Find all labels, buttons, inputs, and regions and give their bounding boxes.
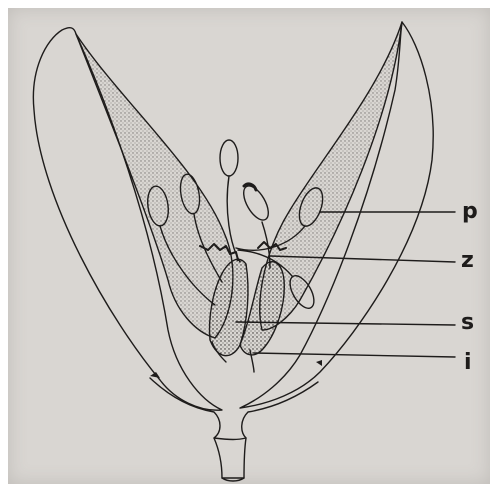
label-i: i [464,352,472,374]
label-p: p [462,201,478,223]
anther-3 [220,140,238,176]
leader-i [254,353,455,357]
label-z: z [461,250,474,272]
receptacle [150,378,318,440]
label-s: s [461,312,474,334]
base-mark-left [150,372,160,378]
base-mark-right [316,360,322,366]
stalk [214,438,246,478]
